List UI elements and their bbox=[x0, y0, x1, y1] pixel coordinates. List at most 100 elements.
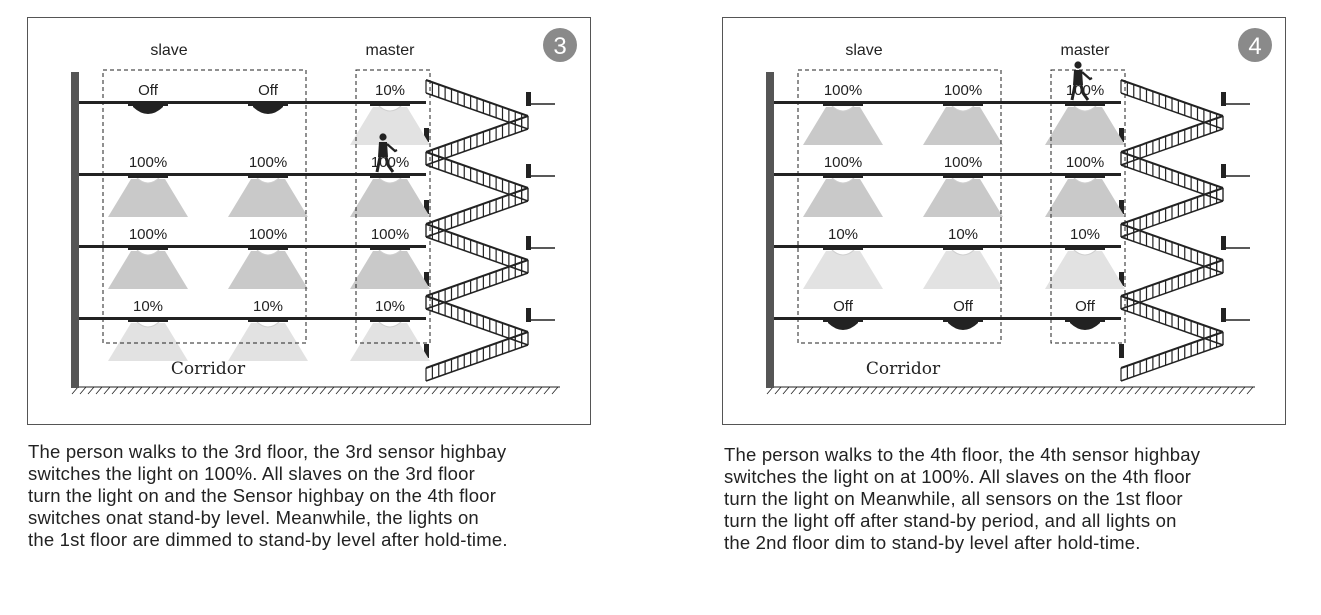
slave-group-label: slave bbox=[150, 42, 187, 59]
step-number: 3 bbox=[553, 33, 566, 60]
ground-hatch bbox=[263, 386, 271, 395]
slave-group-outline bbox=[797, 69, 1002, 344]
ground-hatch bbox=[447, 386, 455, 395]
ground-hatch bbox=[998, 386, 1006, 395]
stair-post bbox=[526, 92, 531, 106]
highbay-lamp bbox=[803, 246, 883, 289]
lamp-housing bbox=[1065, 102, 1105, 106]
light-beam bbox=[1045, 179, 1125, 217]
highbay-lamp bbox=[803, 102, 883, 145]
ground-hatch bbox=[934, 386, 942, 395]
highbay-lamp bbox=[228, 318, 308, 361]
stair-post bbox=[424, 344, 429, 358]
corridor-label: Corridor bbox=[171, 359, 246, 379]
ground bbox=[766, 386, 1255, 395]
master-group-outline bbox=[355, 69, 431, 344]
ground-hatch bbox=[902, 386, 910, 395]
ground-hatch bbox=[1070, 386, 1078, 395]
ground-hatch bbox=[1126, 386, 1134, 395]
ground-hatch bbox=[191, 386, 199, 395]
ground-hatch bbox=[327, 386, 335, 395]
staircase bbox=[424, 79, 555, 382]
ground-hatch bbox=[1046, 386, 1054, 395]
stair-post bbox=[1221, 92, 1226, 106]
ground-hatch bbox=[870, 386, 878, 395]
ground-hatch bbox=[1150, 386, 1158, 395]
person-torso bbox=[1073, 70, 1083, 85]
caption-line: switches the light on 100%. All slaves o… bbox=[28, 463, 476, 484]
highbay-lamp bbox=[350, 102, 430, 145]
ground-hatch bbox=[151, 386, 159, 395]
lamp-housing bbox=[248, 102, 288, 106]
ground-hatch bbox=[295, 386, 303, 395]
ground-hatch bbox=[431, 386, 439, 395]
ground-hatch bbox=[127, 386, 135, 395]
ground-hatch bbox=[1038, 386, 1046, 395]
highbay-lamp bbox=[1045, 174, 1125, 217]
ground-hatch bbox=[455, 386, 463, 395]
building-wall bbox=[71, 72, 79, 388]
light-beam bbox=[803, 179, 883, 217]
ground-hatch bbox=[175, 386, 183, 395]
light-beam bbox=[228, 251, 308, 289]
lamp-housing bbox=[370, 318, 410, 322]
ground-hatch bbox=[910, 386, 918, 395]
ground-hatch bbox=[1166, 386, 1174, 395]
stair-post bbox=[526, 164, 531, 178]
lamp-housing bbox=[248, 246, 288, 250]
light-beam bbox=[350, 107, 430, 145]
ground-hatch bbox=[279, 386, 287, 395]
light-beam bbox=[108, 179, 188, 217]
lamp-level-label: 100% bbox=[944, 154, 982, 171]
lamp-housing bbox=[128, 174, 168, 178]
ground-hatch bbox=[798, 386, 806, 395]
caption-line: turn the light off after stand-by period… bbox=[724, 510, 1177, 531]
lamp-level-label: Off bbox=[138, 82, 159, 99]
floor-3: 100%100%100% bbox=[79, 154, 430, 217]
ground-hatch bbox=[223, 386, 231, 395]
ground-hatch bbox=[199, 386, 207, 395]
ground-hatch bbox=[79, 386, 87, 395]
person-arm bbox=[386, 143, 398, 153]
stair-post bbox=[1119, 128, 1124, 142]
master-group-label: master bbox=[366, 42, 416, 59]
highbay-lamp bbox=[350, 174, 430, 217]
ground-hatch bbox=[439, 386, 447, 395]
ground-hatch bbox=[894, 386, 902, 395]
lamp-housing bbox=[943, 174, 983, 178]
ground-hatch bbox=[1238, 386, 1246, 395]
ground-hatch bbox=[1134, 386, 1142, 395]
person-head bbox=[379, 133, 387, 141]
floor-1: 10%10%10% bbox=[79, 298, 430, 361]
highbay-lamp bbox=[1045, 246, 1125, 289]
ground-hatch bbox=[359, 386, 367, 395]
highbay-lamp bbox=[923, 246, 1003, 289]
ground-hatch bbox=[519, 386, 527, 395]
lamp-housing bbox=[943, 102, 983, 106]
floor-2: 10%10%10% bbox=[774, 226, 1125, 289]
light-beam bbox=[923, 179, 1003, 217]
ground-hatch bbox=[311, 386, 319, 395]
ground-hatch bbox=[1054, 386, 1062, 395]
lamp-level-label: 100% bbox=[129, 154, 167, 171]
ground-hatch bbox=[1222, 386, 1230, 395]
light-beam bbox=[350, 323, 430, 361]
caption-line: the 2nd floor dim to stand-by level afte… bbox=[724, 532, 1141, 553]
ground-hatch bbox=[774, 386, 782, 395]
step-number: 4 bbox=[1248, 33, 1261, 60]
ground-hatch bbox=[766, 386, 774, 395]
light-beam bbox=[228, 323, 308, 361]
ground-hatch bbox=[471, 386, 479, 395]
ground-hatch bbox=[71, 386, 79, 395]
light-beam bbox=[350, 251, 430, 289]
ground-hatch bbox=[1230, 386, 1238, 395]
ground-hatch bbox=[487, 386, 495, 395]
highbay-lamp bbox=[350, 246, 430, 289]
lamp-level-label: Off bbox=[833, 298, 854, 315]
ground-hatch bbox=[87, 386, 95, 395]
lamp-housing bbox=[943, 318, 983, 322]
ground-hatch bbox=[103, 386, 111, 395]
lamp-level-label: 100% bbox=[249, 154, 287, 171]
